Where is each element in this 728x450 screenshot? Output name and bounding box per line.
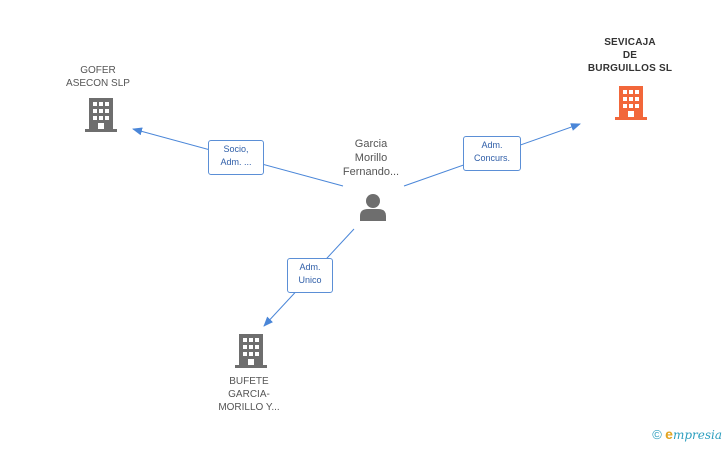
edge-label-line: Unico (298, 275, 322, 285)
node-gofer-label-line: ASECON SLP (66, 78, 130, 89)
edge-label-socio[interactable]: Socio, Adm. ... (208, 140, 264, 175)
node-gofer-label[interactable]: GOFER ASECON SLP (48, 64, 148, 90)
node-bufete-label-line: BUFETE (229, 376, 269, 387)
node-gofer-label-line: GOFER (80, 65, 116, 76)
node-person-label-line: Morillo (354, 152, 388, 164)
person-icon[interactable] (359, 193, 387, 221)
copyright-symbol: © (652, 427, 662, 442)
node-bufete-label[interactable]: BUFETE GARCIA- MORILLO Y... (199, 375, 299, 414)
edge-label-adm-concurs[interactable]: Adm. Concurs. (463, 136, 521, 171)
node-person-label-line: Fernando... (342, 166, 400, 178)
node-sevicaja-label-line: DE (622, 50, 638, 61)
edge-label-adm-unico[interactable]: Adm. Unico (287, 258, 333, 293)
brand-name: mpresia (672, 428, 722, 442)
edge-label-line: Adm. (299, 262, 321, 272)
node-sevicaja-label-line: BURGUILLOS SL (587, 63, 673, 74)
node-bufete-label-line: MORILLO Y... (218, 402, 280, 413)
edge-label-line: Adm. (481, 140, 503, 150)
node-person-label[interactable]: Garcia Morillo Fernando... (321, 137, 421, 179)
node-sevicaja-label[interactable]: SEVICAJA DE BURGUILLOS SL (570, 36, 690, 75)
edge-label-line: Concurs. (473, 153, 510, 163)
brand-first-letter: e (665, 426, 673, 442)
edge-label-line: Socio, (223, 144, 249, 154)
edge-label-line: Adm. ... (220, 157, 252, 167)
building-icon[interactable] (615, 86, 647, 120)
node-bufete-label-line: GARCIA- (228, 389, 270, 400)
building-icon[interactable] (85, 98, 117, 132)
building-icon[interactable] (235, 334, 267, 368)
node-sevicaja-label-line: SEVICAJA (604, 37, 656, 48)
node-person-label-line: Garcia (354, 138, 388, 150)
empresia-logo: © empresia (652, 426, 722, 442)
